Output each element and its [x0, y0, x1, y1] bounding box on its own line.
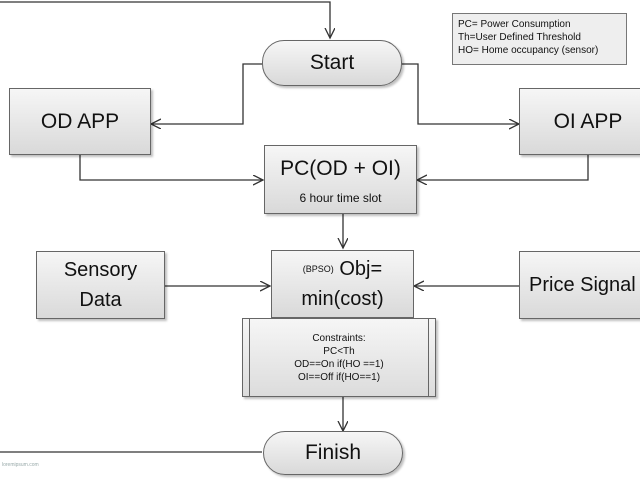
constraints-title: Constraints: — [312, 332, 366, 344]
legend-line-th: Th=User Defined Threshold — [458, 32, 581, 43]
price-signal-label: Price Signal — [529, 274, 636, 296]
price-signal-node[interactable]: Price Signal — [519, 251, 640, 319]
objective-node[interactable]: (BPSO) Obj= min(cost) — [271, 250, 414, 318]
start-to-oi-connector — [402, 63, 519, 124]
constraint-od-on: OD==On if(HO ==1) — [294, 358, 384, 370]
od-to-pc-connector — [79, 155, 263, 180]
od-app-node[interactable]: OD APP — [9, 88, 151, 155]
watermark: loremipsum.com — [2, 462, 39, 468]
finish-node[interactable]: Finish — [263, 431, 403, 475]
loop-back-connector — [0, 1, 330, 453]
start-to-od-connector — [151, 63, 262, 124]
start-node[interactable]: Start — [262, 40, 402, 86]
power-consumption-node[interactable]: PC(OD + OI) 6 hour time slot — [264, 145, 417, 214]
oi-app-node[interactable]: OI APP — [519, 88, 640, 155]
objective-line1-row: (BPSO) Obj= — [303, 254, 382, 284]
constraint-oi-off: OI==Off if(HO==1) — [297, 371, 381, 383]
bpso-label: (BPSO) — [302, 264, 334, 274]
sensory-line1: Sensory — [63, 259, 138, 281]
constraint-pc-lt-th: PC<Th — [323, 345, 355, 357]
sensory-line2: Data — [79, 289, 122, 311]
oi-to-pc-connector — [417, 155, 589, 180]
sensory-data-node[interactable]: Sensory Data — [36, 251, 165, 319]
legend-line-ho: HO= Home occupancy (sensor) — [458, 45, 599, 56]
constraints-node[interactable]: Constraints: PC<Th OD==On if(HO ==1) OI=… — [242, 318, 436, 397]
legend-box: PC= Power Consumption Th=User Defined Th… — [452, 13, 627, 65]
objective-line1: Obj= — [339, 258, 383, 280]
finish-label: Finish — [304, 441, 362, 464]
pc-subtitle: 6 hour time slot — [299, 190, 382, 205]
od-app-label: OD APP — [40, 109, 120, 133]
oi-app-label: OI APP — [553, 109, 623, 133]
start-label: Start — [309, 51, 355, 74]
objective-line2: min(cost) — [301, 288, 384, 310]
pc-title: PC(OD + OI) — [280, 156, 401, 180]
legend-line-pc: PC= Power Consumption — [458, 19, 571, 30]
